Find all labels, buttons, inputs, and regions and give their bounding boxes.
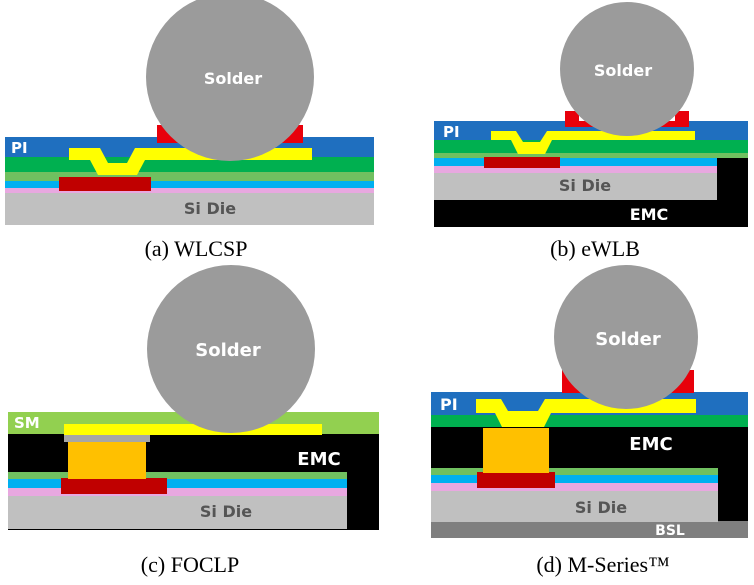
solder-label: Solder xyxy=(204,69,262,88)
pi-label: PI xyxy=(443,123,460,141)
green-layer xyxy=(431,468,718,475)
panel-m-series: Solder PI Si Die EMC BSL (d) M-Series™ xyxy=(431,265,748,577)
passivation-layer xyxy=(431,474,718,483)
backside-layer xyxy=(431,521,748,538)
bond-pad xyxy=(484,157,560,168)
si-die-label: Si Die xyxy=(559,176,611,195)
pink-layer xyxy=(8,487,347,496)
caption-ewlb: (b) eWLB xyxy=(550,236,640,261)
si-die-label: Si Die xyxy=(200,502,252,521)
caption-wlcsp: (a) WLCSP xyxy=(145,236,248,261)
green-layer xyxy=(8,472,347,479)
copper-pillar xyxy=(483,428,549,473)
pink-layer xyxy=(434,165,717,173)
bond-pad xyxy=(59,177,151,191)
emc-label: EMC xyxy=(297,449,340,470)
green-dielectric-layer xyxy=(434,139,748,153)
caption-m-series: (d) M-Series™ xyxy=(536,552,669,577)
si-die-label: Si Die xyxy=(575,498,627,517)
sm-label: SM xyxy=(14,414,40,432)
solder-label: Solder xyxy=(594,61,652,80)
emc-label: EMC xyxy=(630,205,669,224)
bond-pad xyxy=(61,478,167,494)
panel-foclp: Solder SM Si Die EMC (c) FOCLP xyxy=(8,265,379,577)
pillar-cap xyxy=(64,432,150,442)
rdl-trace xyxy=(64,424,322,435)
si-die-label: Si Die xyxy=(184,199,236,218)
pink-layer xyxy=(431,482,718,491)
si-die-layer xyxy=(8,495,347,529)
solder-ball xyxy=(560,2,694,136)
passivation-layer xyxy=(5,180,374,188)
copper-pillar xyxy=(68,441,146,479)
green-dielectric-layer xyxy=(431,414,748,427)
caption-foclp: (c) FOCLP xyxy=(141,552,239,577)
solder-label: Solder xyxy=(595,329,661,350)
green-layer xyxy=(434,152,748,158)
solder-ball xyxy=(554,265,698,409)
si-die-layer xyxy=(431,490,718,522)
passivation-layer xyxy=(8,478,347,488)
pi-label: PI xyxy=(440,395,458,414)
bond-pad xyxy=(477,472,555,488)
solder-label: Solder xyxy=(195,340,261,361)
si-die-layer xyxy=(434,172,717,200)
solder-ball xyxy=(147,265,315,433)
pink-layer xyxy=(5,187,374,193)
solder-ball xyxy=(146,0,314,161)
pi-label: PI xyxy=(11,139,28,157)
green-layer xyxy=(5,171,374,181)
bsl-label: BSL xyxy=(655,523,685,539)
panel-ewlb: Solder PI Si Die EMC (b) eWLB xyxy=(434,2,748,261)
rdl-trace xyxy=(491,131,695,154)
si-die-layer xyxy=(5,192,374,225)
passivation-layer xyxy=(434,158,717,166)
emc-label: EMC xyxy=(629,434,672,455)
panel-wlcsp: Solder PI Si Die (a) WLCSP xyxy=(5,0,374,261)
